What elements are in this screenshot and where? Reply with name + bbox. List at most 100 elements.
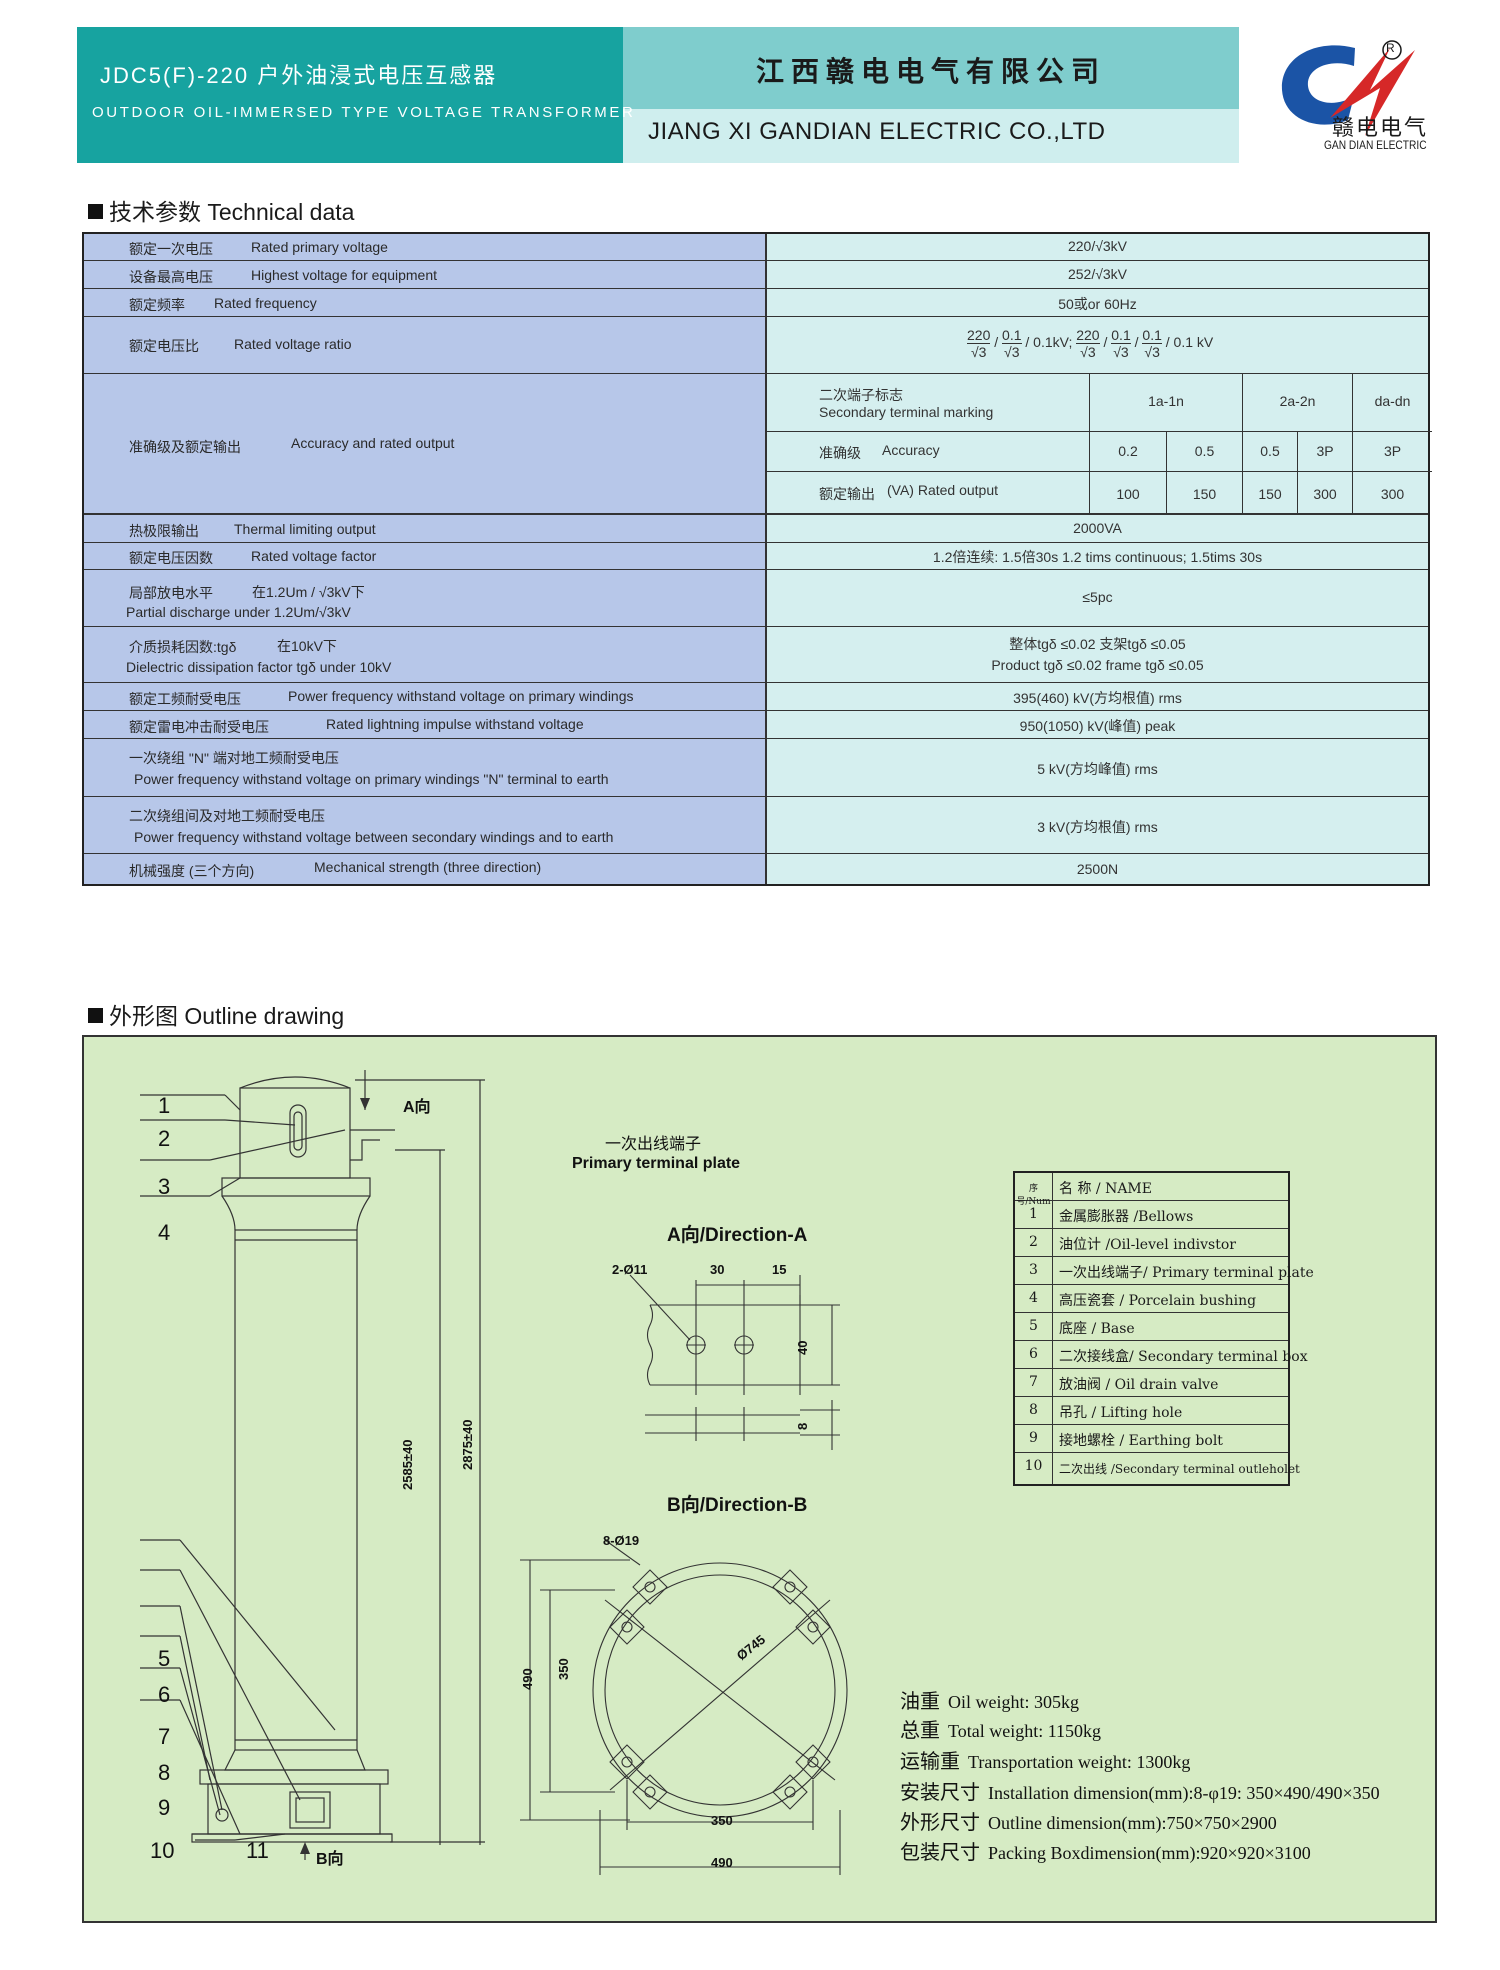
part-number: 9 <box>1029 1430 1038 1446</box>
output-value: 300 <box>1313 486 1337 502</box>
table-row-label: 额定电压因数 Rated voltage factor <box>84 543 767 570</box>
table-row-label: 一次绕组 "N" 端对地工频耐受电压 Power frequency withs… <box>84 739 767 797</box>
ratio-denominator: √3 <box>1113 344 1129 360</box>
label-en: Dielectric dissipation factor tgδ under … <box>126 659 392 675</box>
table-row-label: 热极限输出 Thermal limiting output <box>84 514 767 543</box>
technical-data-table: 额定一次电压 Rated primary voltage 220/√3kV 设备… <box>82 232 1432 886</box>
spec-value: Outline dimension(mm):750×750×2900 <box>988 1813 1277 1833</box>
part-number: 4 <box>1029 1290 1038 1306</box>
group-header: da-dn <box>1352 374 1432 432</box>
callout-number: 4 <box>158 1220 171 1245</box>
callout-number: 11 <box>246 1838 269 1863</box>
ratio-numerator: 0.1 <box>1111 327 1131 344</box>
company-name-en: JIANG XI GANDIAN ELECTRIC CO.,LTD <box>648 118 1106 145</box>
company-logo: R 赣电电气 GAN DIAN ELECTRIC <box>1270 28 1450 158</box>
direction-a-marker: A向 <box>403 1099 431 1116</box>
heading-square-icon <box>88 1008 103 1023</box>
label-en: Rated primary voltage <box>251 239 388 255</box>
ratio-numerator: 220 <box>1076 327 1100 344</box>
heading-square-icon <box>88 204 103 219</box>
table-row-value: 5 kV(方均峰值) rms <box>767 739 1428 797</box>
dim-b-holes: 8-Ø19 <box>603 1533 640 1548</box>
ratio-numerator: 0.1 <box>1002 327 1022 344</box>
part-name: 高压瓷套 / Porcelain bushing <box>1059 1293 1257 1309</box>
part-name: 吊孔 / Lifting hole <box>1059 1405 1183 1421</box>
parts-header-num: 序号/Num <box>1016 1184 1051 1207</box>
ratio-numerator: 0.1 <box>1142 327 1162 344</box>
part-number: 3 <box>1029 1262 1038 1278</box>
group-header: 1a-1n <box>1089 374 1242 432</box>
label-en: Rated voltage ratio <box>234 336 352 352</box>
label-cn: 设备最高电压 <box>129 269 213 285</box>
spec-value: Installation dimension(mm):8-φ19: 350×49… <box>988 1783 1380 1803</box>
terminal-plate-en: Primary terminal plate <box>572 1155 741 1172</box>
table-row-value: 2000VA <box>767 514 1428 543</box>
output-cell: 100 <box>1089 472 1166 514</box>
outline-heading: 外形图 Outline drawing <box>88 997 344 1031</box>
spec-label: 油重 <box>900 1691 940 1713</box>
callout-number: 9 <box>158 1795 171 1820</box>
output-value: 100 <box>1116 486 1140 502</box>
dim-b-490-horizontal: 490 <box>711 1855 733 1870</box>
value-text: 5 kV(方均峰值) rms <box>1037 761 1158 777</box>
part-name: 二次接线盒/ Secondary terminal box <box>1059 1349 1308 1365</box>
group-label: 1a-1n <box>1148 393 1184 409</box>
table-row-label: 机械强度 (三个方向) Mechanical strength (three d… <box>84 854 767 884</box>
dim-b-350-vertical: 350 <box>556 1658 571 1680</box>
label-en: Rated voltage factor <box>251 548 377 564</box>
part-number: 1 <box>1029 1206 1038 1222</box>
list-item: 8 吊孔 / Lifting hole <box>1015 1397 1288 1425</box>
dim-a-30: 30 <box>710 1262 725 1277</box>
output-value: 300 <box>1380 486 1405 502</box>
accuracy-label-cell: 准确级 Accuracy <box>767 432 1089 472</box>
part-number: 8 <box>1029 1402 1038 1418</box>
dim-a-40: 40 <box>795 1340 810 1355</box>
table-row-value: 220√3 / 0.1√3 / 0.1kV; 220√3 / 0.1√3 / 0… <box>767 317 1428 374</box>
direction-a-drawing <box>629 1274 840 1450</box>
label-cn: 机械强度 (三个方向) <box>129 863 255 879</box>
transformer-side-view <box>140 1070 485 1860</box>
table-row-label: 额定频率 Rated frequency <box>84 289 767 317</box>
direction-b-title: B向/Direction-B <box>667 1495 808 1516</box>
part-name: 金属膨胀器 /Bellows <box>1059 1209 1194 1225</box>
label-cn: 额定电压因数 <box>129 550 213 566</box>
label-en: Power frequency withstand voltage betwee… <box>134 829 614 845</box>
callout-number: 3 <box>158 1174 171 1199</box>
value-text: 220/√3kV <box>1067 238 1128 254</box>
table-row-label: 介质损耗因数:tgδ 在10kV下 Dielectric dissipation… <box>84 627 767 683</box>
value-text: 3 kV(方均根值) rms <box>1037 819 1158 835</box>
callout-number: 2 <box>158 1126 171 1151</box>
output-value: 150 <box>1258 486 1282 502</box>
voltage-ratio-formula: 220√3 / 0.1√3 / 0.1kV; 220√3 / 0.1√3 / 0… <box>967 327 1214 360</box>
output-cell: 150 <box>1242 472 1297 514</box>
ratio-numerator: 220 <box>967 327 991 344</box>
technical-heading-en: Technical data <box>207 199 355 225</box>
company-name-cn: 江西赣电电气有限公司 <box>755 56 1106 87</box>
model-title-cn: JDC5(F)-220 户外油浸式电压互感器 <box>100 63 498 88</box>
label-en: Thermal limiting output <box>234 521 376 537</box>
value-text-en: Product tgδ ≤0.02 frame tgδ ≤0.05 <box>991 657 1204 673</box>
table-row-value: 2500N <box>767 854 1428 884</box>
label-en: Power frequency withstand voltage on pri… <box>134 771 609 787</box>
accuracy-en: Accuracy <box>882 442 940 458</box>
dim-b-490-vertical: 490 <box>520 1668 535 1690</box>
list-item: 4 高压瓷套 / Porcelain bushing <box>1015 1285 1288 1313</box>
table-row-value: 395(460) kV(方均根值) rms <box>767 683 1428 711</box>
output-cell: 300 <box>1297 472 1352 514</box>
accuracy-cell: 3P <box>1352 432 1432 472</box>
dim-a-holes: 2-Ø11 <box>612 1262 648 1277</box>
dim-b-350-horizontal: 350 <box>711 1813 733 1828</box>
header-company-band-top <box>623 27 1239 109</box>
label-cn: 介质损耗因数:tgδ <box>129 639 237 655</box>
output-label-cell: 额定输出 (VA) Rated output <box>767 472 1089 514</box>
spec-label: 运输重 <box>900 1751 960 1773</box>
